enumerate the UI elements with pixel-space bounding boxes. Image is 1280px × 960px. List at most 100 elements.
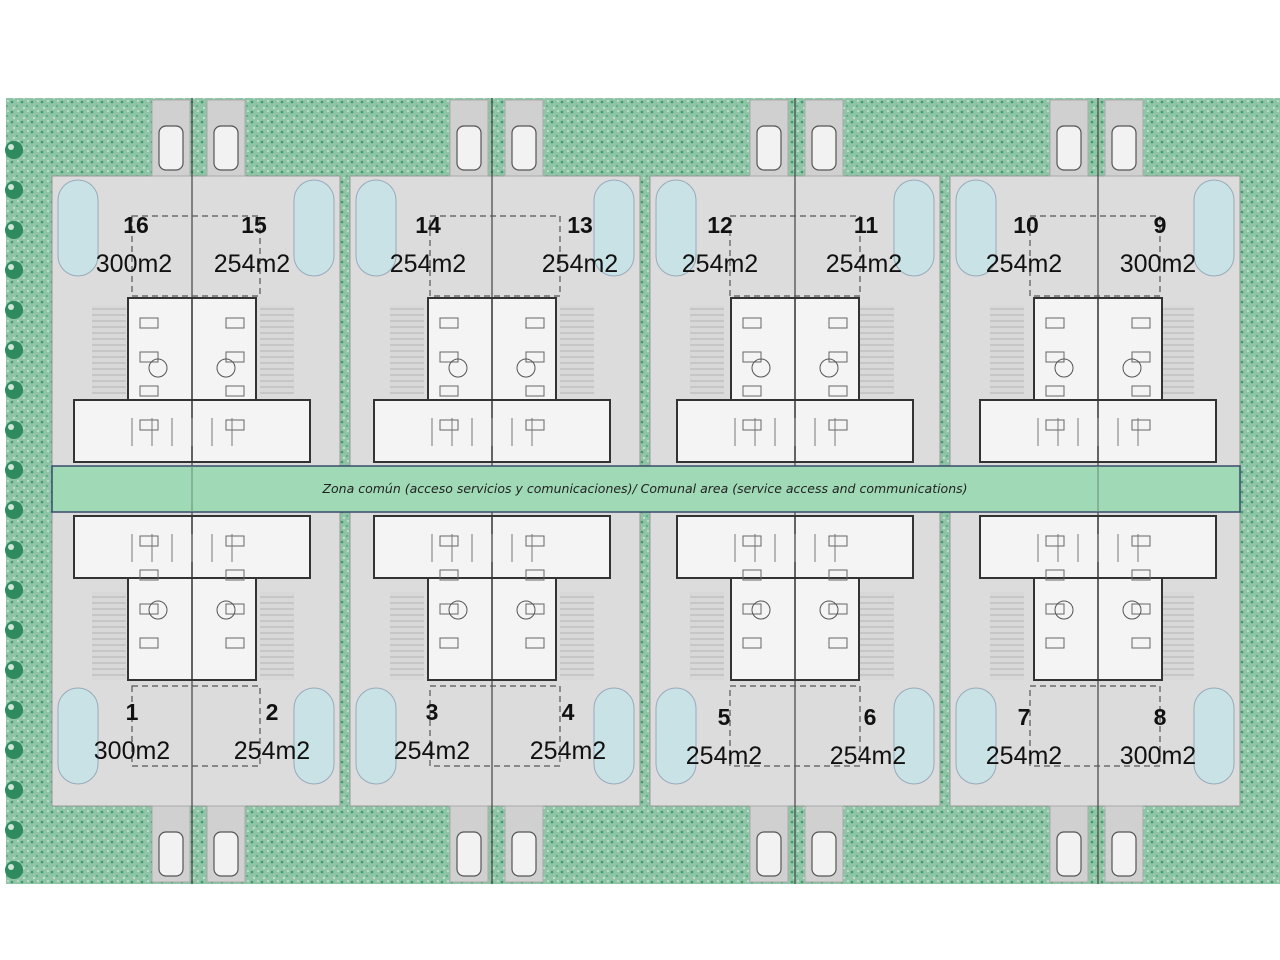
table-icon [751,600,771,620]
car-icon [213,831,239,877]
house-footprint [373,515,611,681]
lot-number: 4 [562,699,575,725]
car-icon [511,831,537,877]
tree-highlight [8,584,14,590]
tree-icon [5,421,23,439]
terrace [1160,592,1194,680]
lot-number: 14 [415,212,441,238]
car-icon [811,831,837,877]
house-footprint [676,515,914,681]
car-icon [456,125,482,171]
pool [355,179,397,277]
lot-number: 9 [1154,212,1167,238]
tree-highlight [8,704,14,710]
tree-highlight [8,304,14,310]
tree-highlight [8,184,14,190]
terrace [560,306,594,394]
lot-number: 12 [707,212,733,238]
tree-highlight [8,624,14,630]
terrace [260,306,294,394]
tree-highlight [8,544,14,550]
tree-highlight [8,464,14,470]
table-icon [216,358,236,378]
car-icon [158,831,184,877]
car-icon [1056,125,1082,171]
terrace [690,306,724,394]
car-icon [456,831,482,877]
tree-highlight [8,344,14,350]
tree-highlight [8,144,14,150]
lot-area: 254m2 [830,742,906,770]
lot-area: 254m2 [394,737,470,765]
table-icon [819,358,839,378]
lot-area: 254m2 [686,742,762,770]
lot-area: 254m2 [826,250,902,278]
lot-number: 11 [854,212,879,238]
lot-area: 254m2 [682,250,758,278]
table-icon [1054,358,1074,378]
car-icon [756,831,782,877]
car-icon [511,125,537,171]
pool [893,179,935,277]
table-icon [1122,358,1142,378]
setback-line [729,215,861,297]
pool [593,687,635,785]
setback-line [131,685,261,767]
tree-highlight [8,424,14,430]
pool [655,687,697,785]
table-icon [148,358,168,378]
terrace [990,306,1024,394]
common-zone-band: Zona común (acceso servicios y comunicac… [51,465,1241,513]
lot-number: 1 [126,699,139,725]
lot-area: 254m2 [986,250,1062,278]
tree-icon [5,181,23,199]
tree-highlight [8,864,14,870]
lot-number: 2 [266,699,279,725]
lot-area: 254m2 [530,737,606,765]
lot-area: 254m2 [214,250,290,278]
tree-highlight [8,224,14,230]
house-footprint [979,297,1217,463]
table-icon [1122,600,1142,620]
tree-highlight [8,264,14,270]
car-icon [1111,831,1137,877]
setback-line [131,215,261,297]
terrace [860,306,894,394]
tree-icon [5,741,23,759]
tree-icon [5,381,23,399]
tree-icon [5,821,23,839]
pool [955,687,997,785]
common-zone-label: Zona común (acceso servicios y comunicac… [321,481,967,496]
table-icon [819,600,839,620]
lot-number: 7 [1018,704,1031,730]
terrace [390,306,424,394]
table-icon [448,358,468,378]
setback-line [1029,215,1161,297]
tree-highlight [8,384,14,390]
car-icon [1056,831,1082,877]
terrace [560,592,594,680]
table-icon [751,358,771,378]
terrace [260,592,294,680]
tree-highlight [8,784,14,790]
tree-highlight [8,504,14,510]
car-icon [213,125,239,171]
tree-icon [5,661,23,679]
tree-highlight [8,824,14,830]
house-footprint [979,515,1217,681]
lot-area: 254m2 [234,737,310,765]
lot-labels: 16300m215254m214254m213254m212254m211254… [94,212,1196,770]
tree-row [5,141,23,879]
setback-line [429,215,561,297]
car-icon [1111,125,1137,171]
tree-icon [5,221,23,239]
pool [1193,179,1235,277]
pool [293,179,335,277]
lot-area: 254m2 [542,250,618,278]
